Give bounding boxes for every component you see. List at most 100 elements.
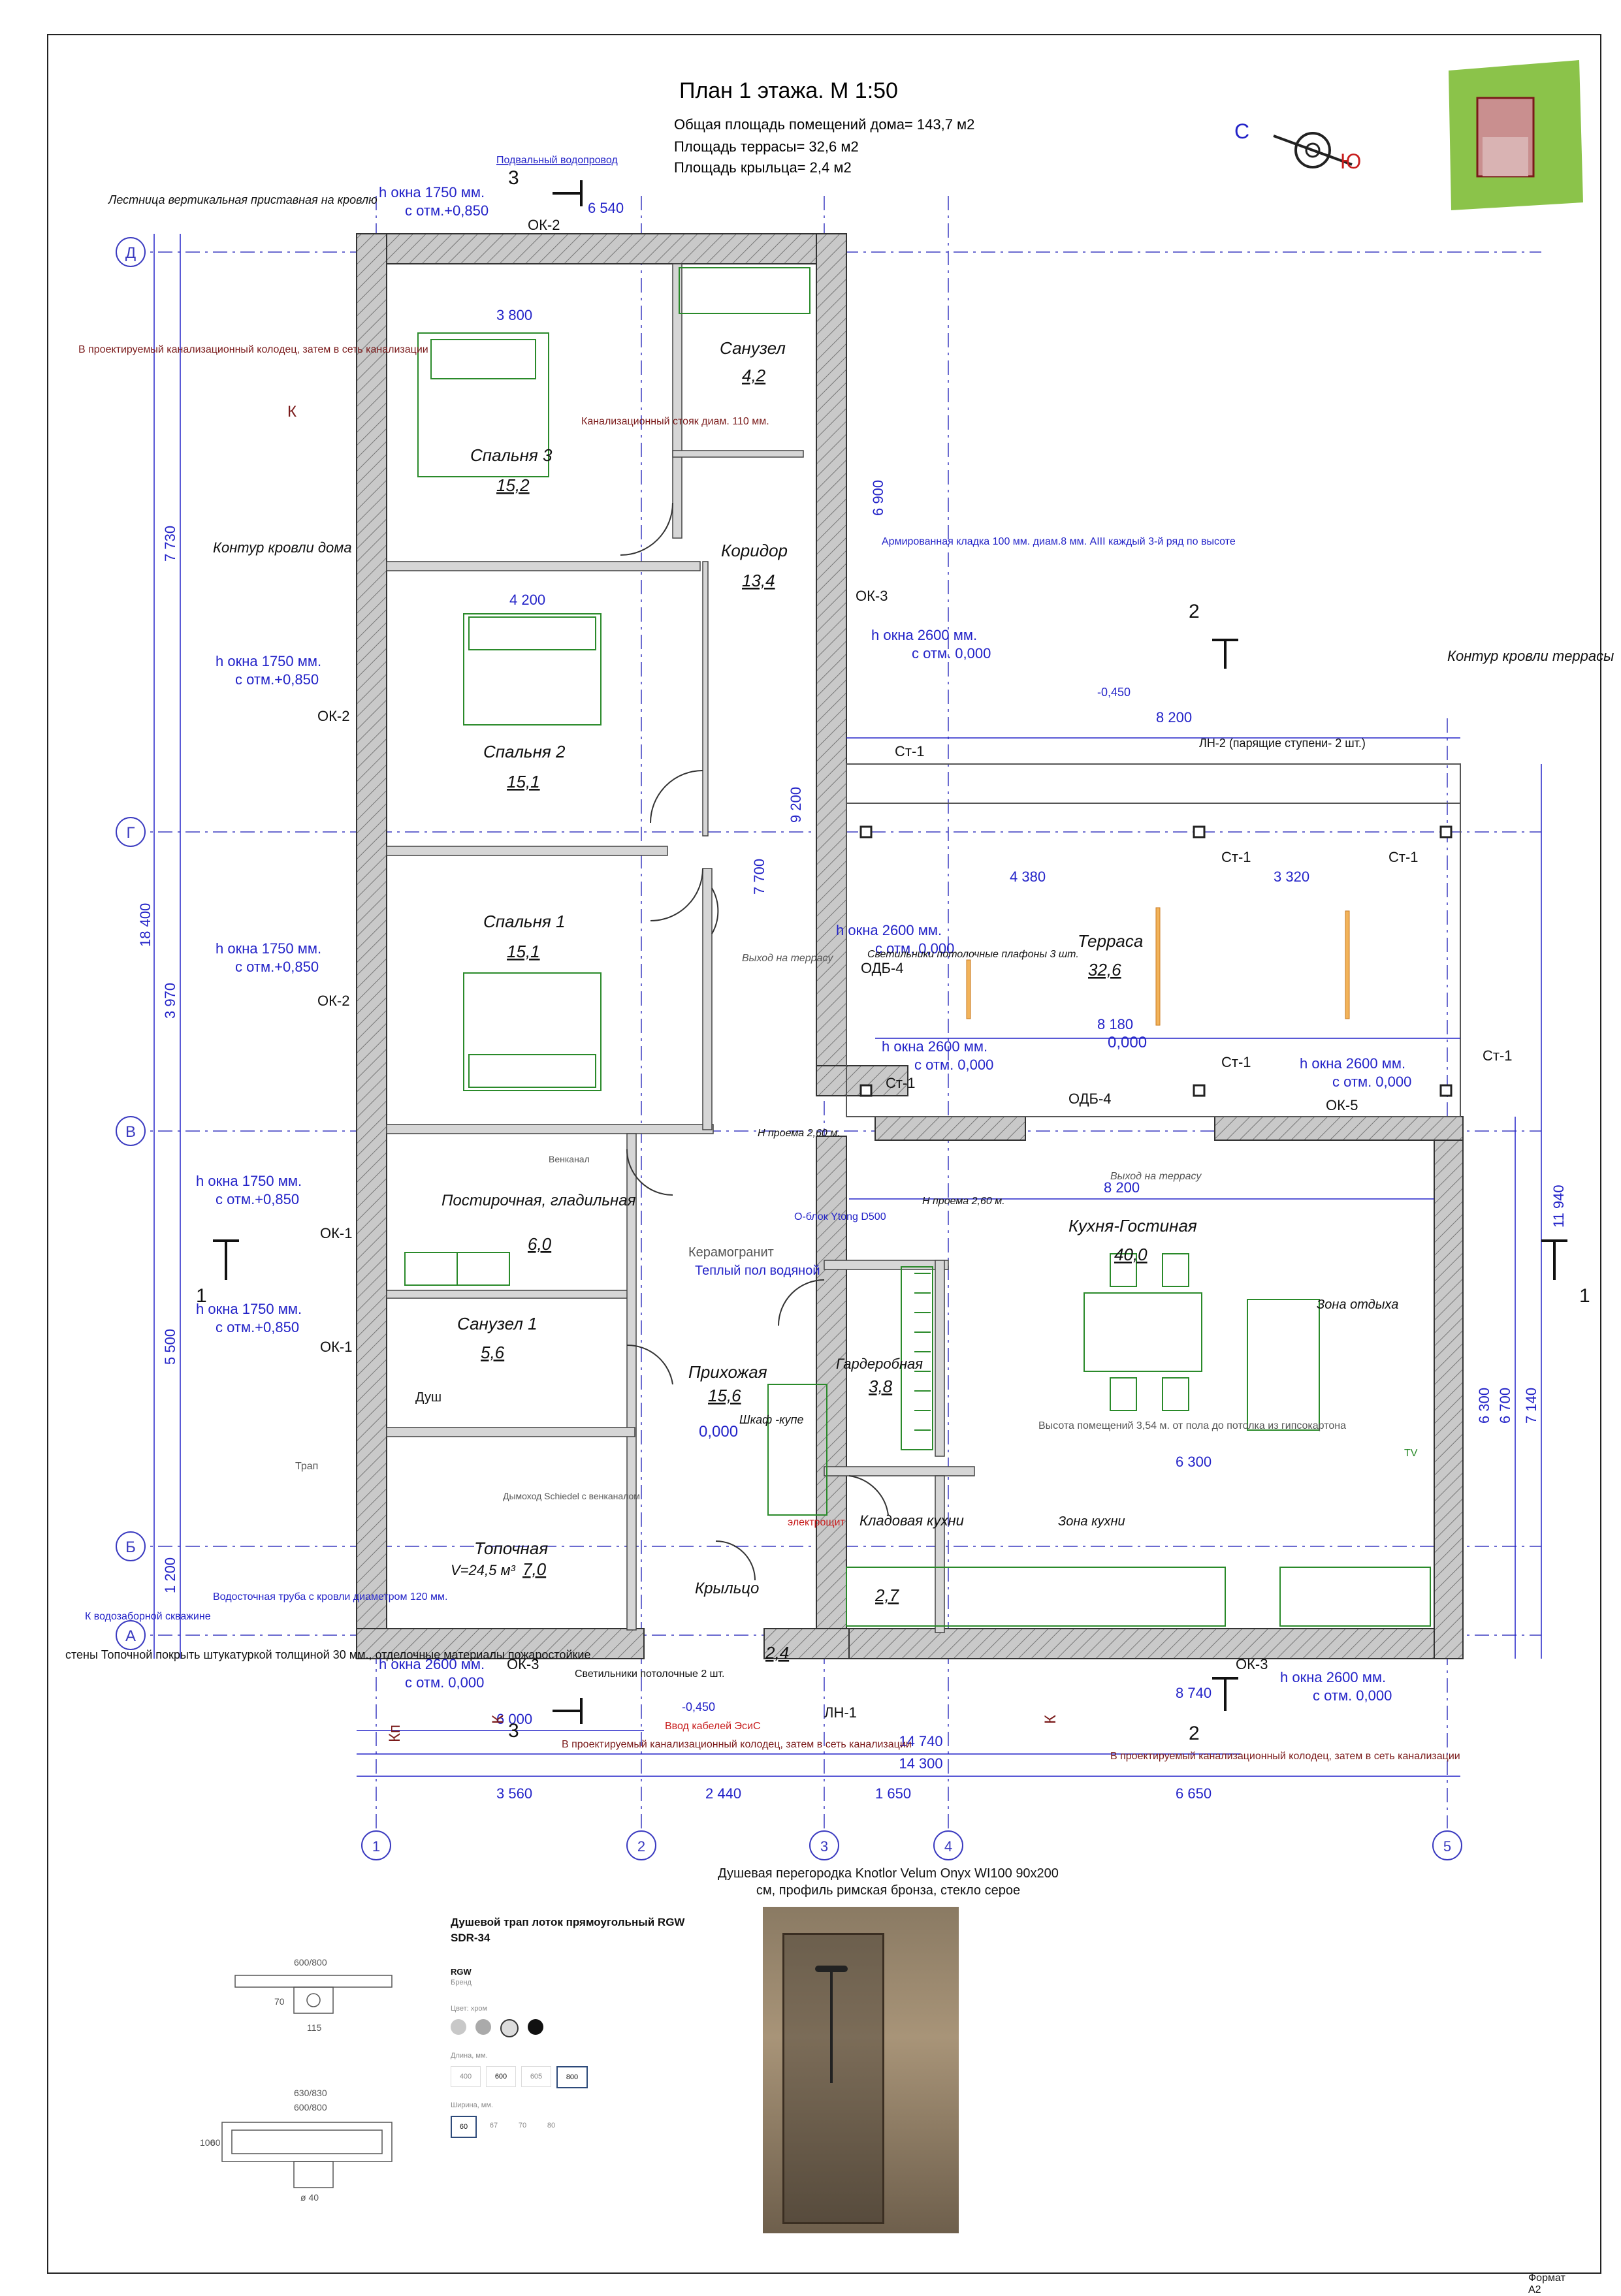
dim-3560: 3 560 [496,1785,532,1802]
section-1-right: 1 [1579,1285,1590,1307]
terrace-columns [859,825,1452,1097]
window-note-bed1-b: с отм.+0,850 [235,959,319,975]
dim-6300-kitchen: 6 300 [1176,1454,1212,1470]
mark-ok3-corr: ОК-3 [856,588,888,604]
sewer-kp: Кп [386,1725,404,1742]
swatch-chrome[interactable] [451,2019,466,2035]
site-thumbnail [1449,60,1583,210]
swatch-black[interactable] [528,2019,543,2035]
mark-ok3-boiler: ОК-3 [507,1656,539,1672]
mark-boiler-vol: V=24,5 м³ [451,1562,516,1578]
width-80[interactable]: 80 [547,2122,556,2129]
dim-6700: 6 700 [1497,1388,1513,1424]
note-floor-heat: Теплый пол водяной [695,1264,820,1278]
axis-2: 2 [637,1838,645,1855]
terrace-lamps [966,907,1350,1026]
room-porch-area: 2,4 [765,1643,789,1663]
dim-6300: 6 300 [1476,1388,1492,1424]
width-70[interactable]: 70 [518,2122,527,2129]
note-sewer-1: В проектируемый канализационный колодец,… [78,344,428,355]
mark-odb4-b: ОДБ-4 [1068,1091,1112,1107]
note-exit-terrace-2: Выход на террасу [1110,1171,1202,1182]
length-605[interactable]: 605 [521,2066,551,2087]
axis-d: Д [125,244,136,262]
section-3-top: 3 [508,167,519,189]
window-note-terrace-b: с отм. 0,000 [914,1057,993,1073]
window-note-bottom-b: с отм. 0,000 [1313,1687,1392,1704]
axis-v: В [125,1123,136,1141]
section-2-bottom: 2 [1189,1723,1200,1744]
length-600[interactable]: 600 [486,2066,516,2087]
mark-st1-c: Ст-1 [1388,849,1419,865]
room-bed3-name: Спальня 3 [470,445,553,465]
drain-drawing: 600/800 115 70 630/830 600/800 100 60 ø … [200,1957,393,2203]
note-ytong: О-блок Ytong D500 [794,1211,886,1222]
shower-caption: Душевая перегородка Knotlor Velum Onyx W… [718,1866,1059,1898]
room-porch-name: Крыльцо [695,1580,759,1597]
dim-2440: 2 440 [705,1785,741,1802]
window-note-terrace: h окна 2600 мм. [882,1038,987,1055]
dim-3970: 3 970 [162,983,178,1019]
compass-north: С [1234,120,1249,143]
mark-st1-e: Ст-1 [1221,1054,1251,1070]
width-60[interactable]: 60 [451,2116,477,2138]
window-note-boiler: h окна 2600 мм. [379,1656,485,1672]
room-corridor-area: 13,4 [742,571,775,590]
dim-7140: 7 140 [1523,1388,1539,1424]
note-roof-house: Контур кровли дома [213,539,352,556]
shower-glass [782,1933,884,2224]
length-800[interactable]: 800 [556,2066,588,2088]
dim-8180: 8 180 [1097,1016,1133,1032]
sewer-notes: В проектируемый канализационный колодец,… [78,344,1460,1762]
mark-tv: TV [1404,1448,1418,1459]
width-67[interactable]: 67 [489,2122,498,2129]
dimension-text: 14 300 3 560 2 440 1 650 6 650 14 740 6 … [137,200,1567,1802]
swatch-gray[interactable] [475,2019,491,2035]
room-kitchen-area: 40,0 [1114,1245,1148,1264]
room-wardrobe-area: 3,8 [869,1377,893,1396]
mark-st1-d: Ст-1 [886,1075,916,1091]
note-sewer-3: В проектируемый канализационный колодец,… [1110,1751,1460,1762]
sewer-k-3: К [1042,1715,1059,1724]
window-note-laundry-b: с отм.+0,850 [216,1191,299,1207]
window-note-bed2: h окна 1750 мм. [216,653,321,669]
note-water-pipe: Подвальный водопровод [496,155,618,166]
note-lamps: Светильники потолочные плафоны 3 шт. [867,949,1079,960]
window-notes: h окна 1750 мм. с отм.+0,850 h окна 1750… [196,184,1411,1704]
dimension-lines [153,234,1542,1777]
note-lamps-2: Светильники потолочные 2 шт. [575,1668,725,1680]
room-corridor-name: Коридор [721,541,788,560]
dim-3320: 3 320 [1274,869,1309,885]
window-note-terrace2: h окна 2600 мм. [836,922,942,938]
dim-drain-top: 600/800 [294,1957,327,1968]
window-note-corridor: h окна 2600 мм. [871,627,977,643]
note-cable: Ввод кабелей ЭсиС [665,1721,761,1732]
dim-7730: 7 730 [162,526,178,562]
axis-g: Г [127,824,135,842]
drain-brand: RGW [451,1967,472,1977]
note-roof-terrace: Контур кровли террасы [1447,648,1614,664]
drain-title: Душевой трап лоток прямоугольный RGW SDR… [451,1916,685,1944]
plan-title: План 1 этажа. М 1:50 [679,78,898,103]
room-bed3-area: 15,2 [496,475,530,495]
section-3-bottom: 3 [508,1720,519,1742]
note-downpipe: Водосточная труба с кровли диаметром 120… [213,1591,447,1602]
dim-drain-inner: 600/800 [294,2102,327,2113]
dim-6900: 6 900 [870,480,886,516]
notes: Лестница вертикальная приставная на кров… [65,193,1614,1680]
dim-4200: 4 200 [509,592,545,608]
section-markers [213,180,1567,1724]
note-elec: электрощит [788,1517,845,1528]
dim-drain-40: ø 40 [300,2192,319,2203]
swatch-selected[interactable] [500,2019,519,2037]
axis-3: 3 [820,1838,828,1855]
room-hall-name: Прихожая [688,1362,767,1382]
drain-length-options: 400 600 605 800 [451,2066,588,2088]
note-height: Высота помещений 3,54 м. от пола до пото… [1038,1420,1346,1431]
mark-wardrobe: Шкаф -купе [739,1413,804,1426]
section-1-left: 1 [196,1285,207,1307]
dim-14740: 14 740 [899,1733,942,1749]
length-400[interactable]: 400 [451,2066,481,2087]
sewer-k-2: К [489,1715,507,1724]
axis-5: 5 [1443,1838,1451,1855]
